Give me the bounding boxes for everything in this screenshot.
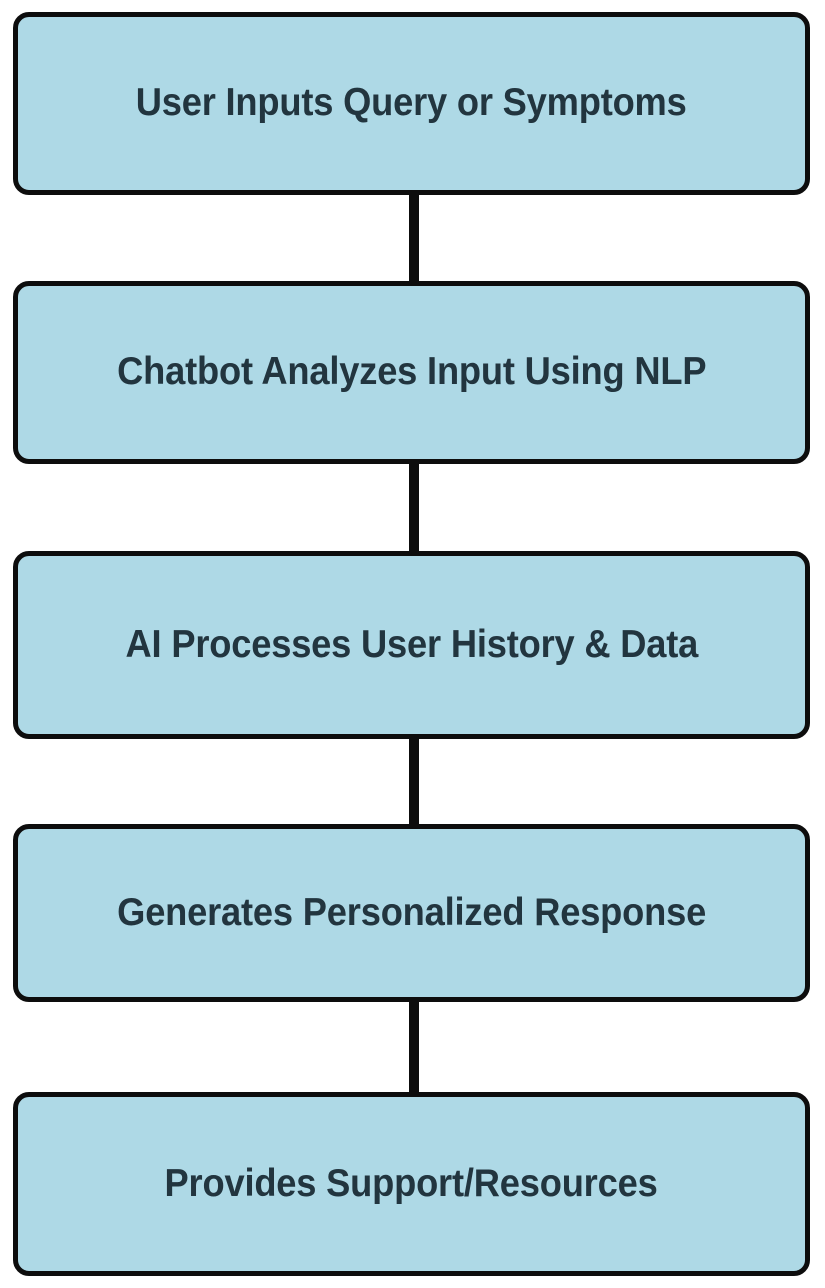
flow-node-step-5[interactable]: Provides Support/Resources xyxy=(13,1092,810,1276)
flow-node-step-3[interactable]: AI Processes User History & Data xyxy=(13,551,810,739)
edge-line xyxy=(409,144,419,281)
flow-node-label: Chatbot Analyzes Input Using NLP xyxy=(116,350,707,394)
edge-line xyxy=(409,952,419,1092)
flow-node-step-1[interactable]: User Inputs Query or Symptoms xyxy=(13,12,810,195)
flow-node-label: Generates Personalized Response xyxy=(117,890,706,934)
flow-node-label: Provides Support/Resources xyxy=(164,1161,659,1205)
flow-node-step-4[interactable]: Generates Personalized Response xyxy=(13,824,810,1002)
flow-node-label: AI Processes User History & Data xyxy=(125,622,698,666)
edge-line xyxy=(409,414,419,552)
flow-node-step-2[interactable]: Chatbot Analyzes Input Using NLP xyxy=(13,281,810,464)
edge-line xyxy=(409,688,419,824)
flow-node-label: User Inputs Query or Symptoms xyxy=(136,81,687,125)
